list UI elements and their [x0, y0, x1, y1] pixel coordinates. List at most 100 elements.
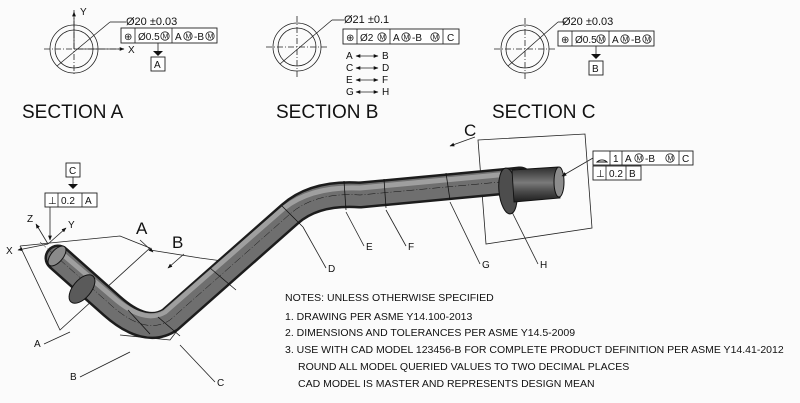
- svg-text:M: M: [645, 37, 651, 44]
- section-marker-b: B: [172, 233, 183, 252]
- section-b-title: SECTION B: [276, 102, 378, 123]
- fcf-datum-b: -B: [631, 35, 641, 46]
- left-perp-fcf: ⊥ 0.2 A: [44, 192, 98, 208]
- fcf-tolerance: Ø0.5: [575, 35, 597, 46]
- section-c-title: SECTION C: [492, 102, 595, 123]
- profile-symbol: [595, 159, 609, 163]
- left-flange: [68, 274, 96, 304]
- fcf-tolerance: 0.2: [609, 169, 623, 180]
- fcf-tolerance: 0.2: [61, 196, 75, 207]
- leader-h: H: [540, 260, 547, 271]
- left-end-face: [47, 245, 67, 267]
- leader-f: F: [408, 242, 414, 253]
- svg-text:-B: -B: [645, 154, 655, 165]
- fcf-datum-a: A: [175, 32, 182, 43]
- note-item-1: 1. DRAWING PER ASME Y14.100-2013: [285, 311, 472, 323]
- note-item-3: 3. USE WITH CAD MODEL 123456-B FOR COMPL…: [285, 344, 784, 356]
- right-perp-fcf: ⊥ 0.2 B: [592, 165, 642, 181]
- svg-text:C: C: [346, 63, 353, 74]
- leader-e: E: [366, 242, 373, 253]
- triad-z-label: Z: [27, 214, 33, 225]
- tube-centerline: [39, 175, 566, 326]
- fcf-tolerance: Ø0.5: [138, 32, 160, 43]
- svg-text:M: M: [623, 37, 629, 44]
- svg-text:G: G: [346, 87, 354, 98]
- svg-text:M: M: [433, 35, 439, 42]
- position-symbol: ⊕: [124, 32, 132, 43]
- left-end-annotation: X Y Z C ⊥ 0.2 A: [6, 162, 98, 257]
- svg-text:A: A: [625, 154, 632, 165]
- right-end-face: [553, 166, 565, 198]
- section-c-datum-label: B: [592, 64, 599, 75]
- fcf-tolerance: 1: [613, 154, 619, 165]
- fcf-datum-a: A: [393, 33, 400, 44]
- between-from: A: [346, 51, 353, 62]
- section-a-y-label: Y: [80, 7, 87, 18]
- svg-text:M: M: [186, 34, 192, 41]
- leader-g: G: [482, 260, 490, 271]
- fcf-datum: A: [85, 196, 92, 207]
- section-c-view: Ø20 ±0.03 ⊕ Ø0.5 M A M -B M B SECTION C: [492, 16, 655, 123]
- right-end-annotation: 1 A M -B M C ⊥ 0.2 B: [561, 150, 694, 181]
- leader-b: B: [70, 372, 77, 383]
- section-a-dimension: Ø20 ±0.03: [126, 16, 177, 28]
- fcf-datum-b: -B: [194, 32, 204, 43]
- section-b-feature-control-frame: ⊕ Ø2 M A M -B M C: [342, 28, 460, 45]
- perpendicularity-symbol: ⊥: [596, 169, 605, 180]
- svg-text:M: M: [380, 35, 386, 42]
- triad-y-label: Y: [68, 220, 75, 231]
- tube-model: [19, 133, 593, 341]
- section-c-dim-leader: [507, 21, 559, 67]
- fcf-datum-c: C: [447, 33, 454, 44]
- section-c-datum-box: [588, 60, 604, 76]
- fcf-tolerance: Ø2: [360, 33, 374, 44]
- svg-text:M: M: [404, 35, 410, 42]
- right-profile-fcf: 1 A M -B M C: [592, 150, 694, 166]
- notes-block: NOTES: UNLESS OTHERWISE SPECIFIED 1. DRA…: [285, 292, 784, 390]
- position-symbol: ⊕: [346, 33, 354, 44]
- svg-text:M: M: [599, 37, 605, 44]
- section-b-dim-leader: [279, 19, 333, 65]
- svg-text:E: E: [346, 75, 353, 86]
- section-c-plane: [477, 133, 593, 245]
- section-a-title: SECTION A: [22, 102, 124, 123]
- svg-text:M: M: [208, 34, 214, 41]
- position-symbol: ⊕: [561, 35, 569, 46]
- note-item-3-line-3: CAD MODEL IS MASTER AND REPRESENTS DESIG…: [298, 378, 595, 390]
- datum-c-label: C: [69, 166, 76, 177]
- section-a-x-label: X: [128, 45, 135, 56]
- note-item-3-line-2: ROUND ALL MODEL QUERIED VALUES TO TWO DE…: [298, 361, 629, 373]
- leader-a: A: [34, 339, 41, 350]
- note-item-2: 2. DIMENSIONS AND TOLERANCES PER ASME Y1…: [285, 327, 575, 339]
- mmc-modifier: M: [163, 34, 169, 41]
- fcf-datum: B: [629, 169, 636, 180]
- section-c-dimension: Ø20 ±0.03: [562, 16, 613, 28]
- fcf-datum-b: -B: [412, 33, 422, 44]
- svg-text:H: H: [382, 87, 389, 98]
- section-a-view: Y X Ø20 ±0.03 ⊕ Ø0.5 M A M -B M A SECTIO…: [22, 7, 218, 123]
- section-a-dim-leader: [56, 21, 111, 67]
- fcf-datum-a: A: [612, 35, 619, 46]
- svg-text:D: D: [382, 63, 389, 74]
- leader-c: C: [217, 378, 224, 389]
- between-list: A B C D E F G H: [346, 51, 389, 98]
- leader-d: D: [328, 264, 335, 275]
- notes-heading: NOTES: UNLESS OTHERWISE SPECIFIED: [285, 292, 494, 304]
- perpendicularity-symbol: ⊥: [48, 196, 57, 207]
- section-c-feature-control-frame: ⊕ Ø0.5 M A M -B M: [557, 30, 655, 47]
- section-marker-a: A: [136, 219, 148, 238]
- svg-text:M: M: [637, 156, 643, 163]
- svg-text:C: C: [682, 154, 689, 165]
- section-a-datum-label: A: [154, 60, 161, 71]
- leader-labels: A B C D E F G H: [34, 201, 547, 389]
- section-b-dimension: Ø21 ±0.1: [344, 14, 389, 26]
- right-boss: [511, 166, 561, 203]
- section-b-view: Ø21 ±0.1 ⊕ Ø2 M A M -B M C A B C D E: [266, 14, 460, 123]
- svg-text:M: M: [668, 156, 674, 163]
- svg-text:F: F: [382, 75, 388, 86]
- triad-x-label: X: [6, 246, 13, 257]
- between-to: B: [382, 51, 389, 62]
- section-markers: A B C: [136, 121, 476, 269]
